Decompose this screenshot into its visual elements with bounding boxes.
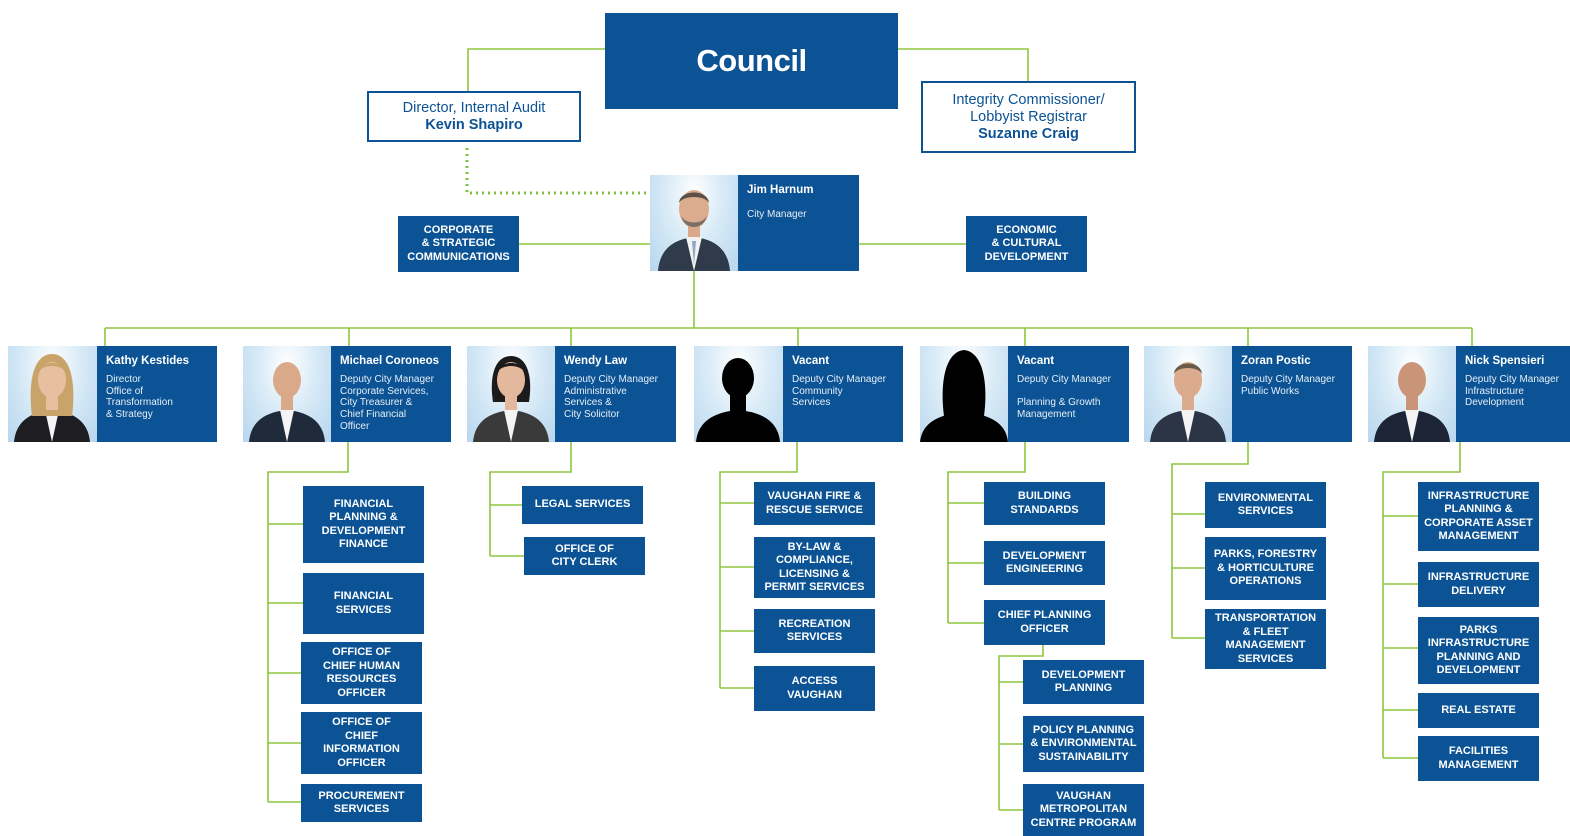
executive-info: Nick Spensieri Deputy City Manager Infra…: [1456, 346, 1570, 442]
person-photo-icon: [1374, 362, 1450, 442]
city-manager-photo: [650, 175, 738, 271]
dept-chief-information-officer: OFFICE OF CHIEF INFORMATION OFFICER: [301, 712, 422, 774]
person-title: Deputy City Manager Corporate Services, …: [340, 374, 434, 432]
dept-infrastructure-delivery: INFRASTRUCTURE DELIVERY: [1418, 562, 1539, 607]
person-photo-icon: [1150, 362, 1226, 442]
person-title: Deputy City Manager Community Services: [792, 374, 886, 409]
person-name: Vacant: [1017, 355, 1055, 367]
dept-chief-hr-officer: OFFICE OF CHIEF HUMAN RESOURCES OFFICER: [301, 642, 422, 704]
dept-infrastructure-planning: INFRASTRUCTURE PLANNING & CORPORATE ASSE…: [1418, 482, 1539, 551]
person-title: City Manager: [747, 209, 807, 220]
person-title: Director Office of Transformation & Stra…: [106, 374, 173, 421]
council-label: Council: [696, 43, 807, 78]
person-name: Wendy Law: [564, 355, 628, 367]
dept-procurement-services: PROCUREMENT SERVICES: [301, 784, 422, 822]
executive-info: Kathy Kestides Director Office of Transf…: [97, 346, 217, 442]
person-name: Michael Coroneos: [340, 355, 440, 367]
internal-audit-box: Director, Internal Audit Kevin Shapiro: [367, 91, 581, 142]
dept-real-estate: REAL ESTATE: [1418, 693, 1539, 728]
economic-development-box: ECONOMIC & CULTURAL DEVELOPMENT: [966, 216, 1087, 272]
executive-card-zoran-postic: Zoran Postic Deputy City Manager Public …: [1144, 346, 1352, 442]
audit-title: Director, Internal Audit: [402, 99, 546, 116]
dept-environmental-services: ENVIRONMENTAL SERVICES: [1205, 482, 1326, 528]
dept-development-planning: DEVELOPMENT PLANNING: [1023, 660, 1144, 704]
executive-photo: [694, 346, 783, 442]
executive-photo: [8, 346, 97, 442]
dept-access-vaughan: ACCESS VAUGHAN: [754, 666, 875, 711]
person-name: Kathy Kestides: [106, 355, 190, 367]
executive-info: Zoran Postic Deputy City Manager Public …: [1232, 346, 1352, 442]
dept-financial-planning: FINANCIAL PLANNING & DEVELOPMENT FINANCE: [303, 486, 424, 563]
executive-info: Wendy Law Deputy City Manager Administra…: [555, 346, 676, 442]
person-photo-icon: [920, 350, 1008, 442]
integrity-commissioner-box: Integrity Commissioner/ Lobbyist Registr…: [921, 81, 1136, 153]
dept-bylaw-compliance: BY-LAW & COMPLIANCE, LICENSING & PERMIT …: [754, 537, 875, 598]
dept-parks-infrastructure: PARKS INFRASTRUCTURE PLANNING AND DEVELO…: [1418, 617, 1539, 684]
executive-info: Vacant Deputy City Manager Community Ser…: [783, 346, 903, 442]
executive-card-nick-spensieri: Nick Spensieri Deputy City Manager Infra…: [1368, 346, 1570, 442]
integrity-title: Integrity Commissioner/ Lobbyist Registr…: [952, 91, 1105, 125]
person-name: Nick Spensieri: [1465, 355, 1545, 367]
city-manager-card: Jim Harnum City Manager: [650, 175, 859, 271]
dept-development-engineering: DEVELOPMENT ENGINEERING: [984, 541, 1105, 585]
person-name: Zoran Postic: [1241, 355, 1311, 367]
corporate-communications-box: CORPORATE & STRATEGIC COMMUNICATIONS: [398, 216, 519, 272]
executive-photo: [467, 346, 555, 442]
person-photo-icon: [14, 354, 90, 442]
dept-transportation-fleet: TRANSPORTATION & FLEET MANAGEMENT SERVIC…: [1205, 609, 1326, 669]
dept-city-clerk: OFFICE OF CITY CLERK: [524, 537, 645, 575]
executive-card-kathy-kestides: Kathy Kestides Director Office of Transf…: [8, 346, 217, 442]
person-title: Deputy City Manager Administrative Servi…: [564, 374, 658, 421]
person-name: Vacant: [792, 355, 830, 367]
dept-chief-planning-officer: CHIEF PLANNING OFFICER: [984, 600, 1105, 645]
person-photo-icon: [473, 356, 549, 442]
person-photo-icon: [696, 358, 780, 442]
executive-photo: [1144, 346, 1232, 442]
executive-card-planning-growth: Vacant Deputy City Manager Planning & Gr…: [920, 346, 1129, 442]
executive-info: Michael Coroneos Deputy City Manager Cor…: [331, 346, 451, 442]
dept-facilities-management: FACILITIES MANAGEMENT: [1418, 736, 1539, 781]
executive-card-wendy-law: Wendy Law Deputy City Manager Administra…: [467, 346, 676, 442]
executive-photo: [243, 346, 331, 442]
person-title: Deputy City Manager Public Works: [1241, 374, 1335, 397]
executive-card-community-services: Vacant Deputy City Manager Community Ser…: [694, 346, 903, 442]
person-photo-icon: [249, 362, 325, 442]
dept-policy-planning: POLICY PLANNING & ENVIRONMENTAL SUSTAINA…: [1023, 716, 1144, 772]
person-name: Jim Harnum: [747, 184, 814, 196]
person-title: Deputy City Manager Infrastructure Devel…: [1465, 374, 1559, 409]
person-title: Deputy City Manager Planning & Growth Ma…: [1017, 374, 1111, 421]
dept-recreation-services: RECREATION SERVICES: [754, 609, 875, 653]
executive-info: Vacant Deputy City Manager Planning & Gr…: [1008, 346, 1129, 442]
dept-parks-forestry: PARKS, FORESTRY & HORTICULTURE OPERATION…: [1205, 537, 1326, 600]
executive-photo: [920, 346, 1008, 442]
dept-building-standards: BUILDING STANDARDS: [984, 482, 1105, 525]
executive-card-michael-coroneos: Michael Coroneos Deputy City Manager Cor…: [243, 346, 451, 442]
integrity-name: Suzanne Craig: [978, 125, 1079, 142]
city-manager-info: Jim Harnum City Manager: [738, 175, 859, 271]
audit-name: Kevin Shapiro: [425, 116, 523, 133]
dept-fire-rescue: VAUGHAN FIRE & RESCUE SERVICE: [754, 482, 875, 525]
dept-financial-services: FINANCIAL SERVICES: [303, 573, 424, 634]
dept-vmc-program: VAUGHAN METROPOLITAN CENTRE PROGRAM: [1023, 784, 1144, 836]
person-photo-icon: [658, 190, 730, 271]
dept-legal-services: LEGAL SERVICES: [522, 486, 643, 524]
council-box: Council: [605, 13, 898, 109]
executive-photo: [1368, 346, 1456, 442]
